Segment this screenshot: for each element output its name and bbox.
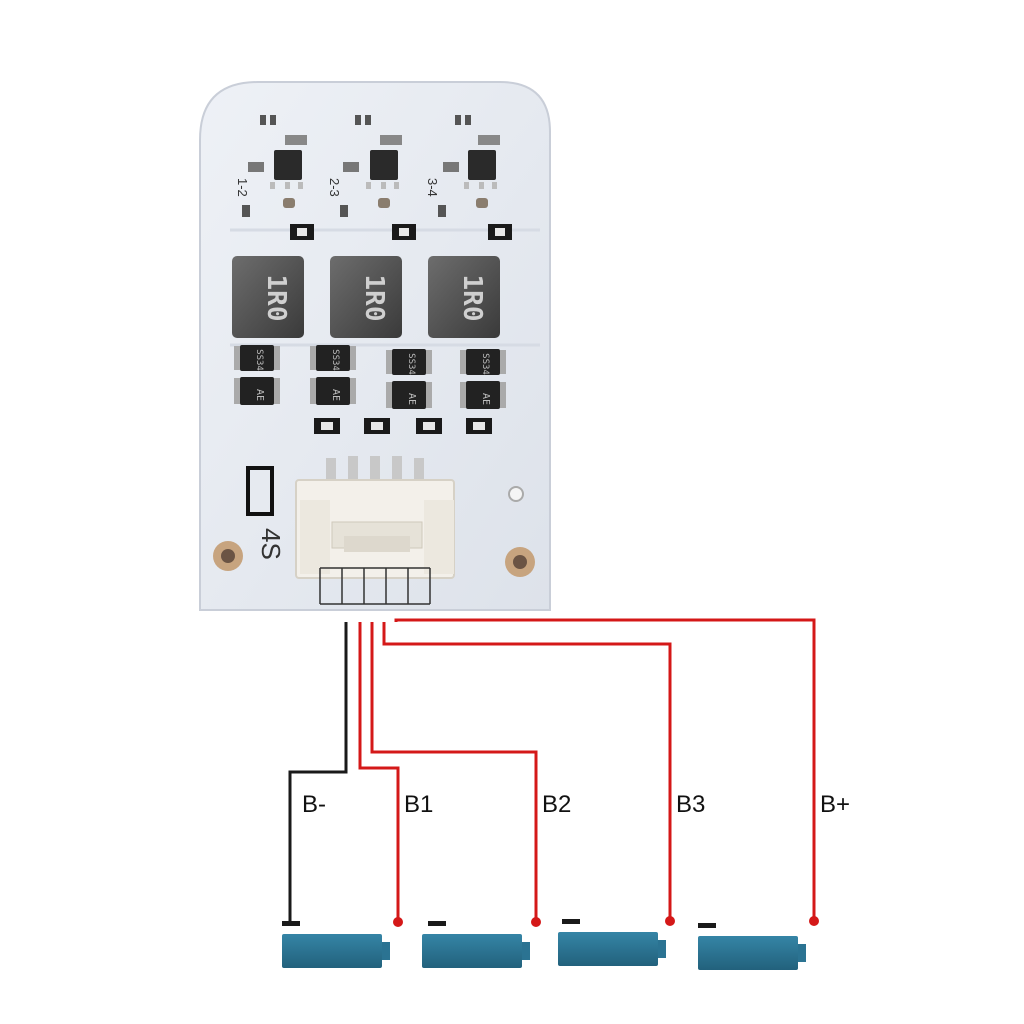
svg-text:SS34: SS34 — [480, 353, 490, 375]
battery-cell-2 — [422, 934, 530, 968]
svg-text:SS34: SS34 — [330, 349, 340, 371]
silk-marker-box — [246, 466, 274, 516]
wire-b1 — [358, 622, 400, 922]
wire-label-b1: B1 — [404, 791, 433, 818]
terminal-positive-2 — [531, 917, 541, 927]
channel-section-3: 3-4 — [425, 115, 512, 240]
connector-silk — [319, 567, 431, 605]
terminal-negative-1 — [282, 921, 300, 926]
ic-chip-1 — [274, 150, 302, 180]
terminal-negative-3 — [562, 919, 580, 924]
wire-label-b2: B2 — [542, 791, 571, 818]
terminal-negative-2 — [428, 921, 446, 926]
mounting-hole-right — [505, 547, 535, 577]
wire-label-b-plus: B+ — [820, 791, 850, 818]
svg-text:AE: AE — [406, 393, 417, 405]
mounting-hole-left — [213, 541, 243, 571]
inductor-3: 1R0 — [428, 256, 500, 338]
terminal-positive-3 — [665, 916, 675, 926]
channel-label-3: 3-4 — [425, 178, 440, 197]
terminal-positive-4 — [809, 916, 819, 926]
cell-config-label: 4S — [256, 528, 286, 560]
wire-b2 — [370, 622, 538, 922]
battery-cell-1 — [282, 934, 390, 968]
inductor-marking: 1R0 — [457, 275, 487, 322]
wire-label-b-minus: B- — [302, 791, 326, 818]
ic-chip-2 — [370, 150, 398, 180]
terminal-positive-1 — [393, 917, 403, 927]
battery-cell-3 — [558, 932, 666, 966]
wire-b-plus — [394, 618, 816, 922]
wire-b-minus — [288, 622, 348, 922]
inductor-2: 1R0 — [330, 256, 402, 338]
wire-b3 — [382, 622, 672, 922]
inductor-marking: 1R0 — [359, 275, 389, 322]
diode-column-2: SS34 AE — [310, 345, 356, 405]
svg-text:AE: AE — [480, 393, 491, 405]
diode-column-4: SS34 AE — [460, 349, 506, 409]
test-pad — [508, 486, 524, 502]
wire-label-b3: B3 — [676, 791, 705, 818]
balance-connector — [295, 456, 455, 579]
svg-text:AE: AE — [330, 389, 341, 401]
svg-text:SS34: SS34 — [406, 353, 416, 375]
svg-text:AE: AE — [254, 389, 265, 401]
small-resistors-row — [314, 418, 492, 434]
channel-section-1: 1-2 — [235, 115, 314, 240]
inductor-1: 1R0 — [232, 256, 304, 338]
channel-label-1: 1-2 — [235, 178, 250, 197]
channel-label-2: 2-3 — [327, 178, 342, 197]
channel-section-2: 2-3 — [327, 115, 416, 240]
battery-cell-4 — [698, 936, 806, 970]
terminal-negative-4 — [698, 923, 716, 928]
diode-column-1: SS34 AE — [234, 345, 280, 405]
ic-chip-3 — [468, 150, 496, 180]
diode-column-3: SS34 AE — [386, 349, 432, 409]
pcb-board — [199, 81, 551, 611]
inductor-marking: 1R0 — [261, 275, 291, 322]
svg-text:SS34: SS34 — [254, 349, 264, 371]
